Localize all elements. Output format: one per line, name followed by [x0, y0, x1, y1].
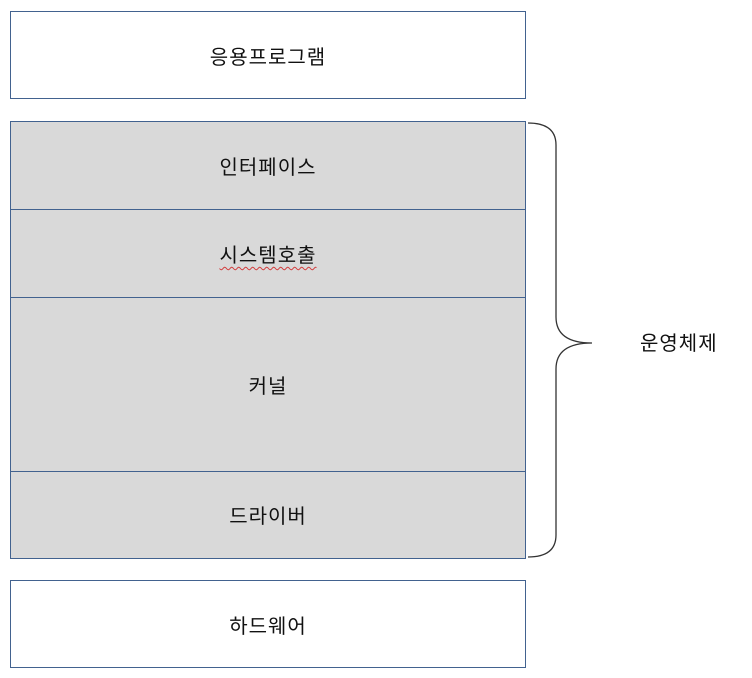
hardware-box: 하드웨어 [10, 580, 526, 668]
kernel-layer: 커널 [11, 298, 525, 472]
interface-layer: 인터페이스 [11, 122, 525, 210]
driver-layer: 드라이버 [11, 472, 525, 557]
kernel-label: 커널 [248, 374, 288, 398]
system-call-layer: 시스템호출 [11, 210, 525, 298]
application-box: 응용프로그램 [10, 11, 526, 99]
driver-label: 드라이버 [229, 504, 307, 528]
system-call-label: 시스템호출 [219, 243, 317, 267]
application-label: 응용프로그램 [209, 44, 327, 69]
operating-system-label: 운영체제 [640, 331, 718, 355]
hardware-label: 하드웨어 [229, 613, 307, 638]
curly-brace [527, 122, 593, 558]
operating-system-stack: 인터페이스 시스템호출 커널 드라이버 [10, 121, 526, 559]
interface-label: 인터페이스 [219, 155, 317, 179]
